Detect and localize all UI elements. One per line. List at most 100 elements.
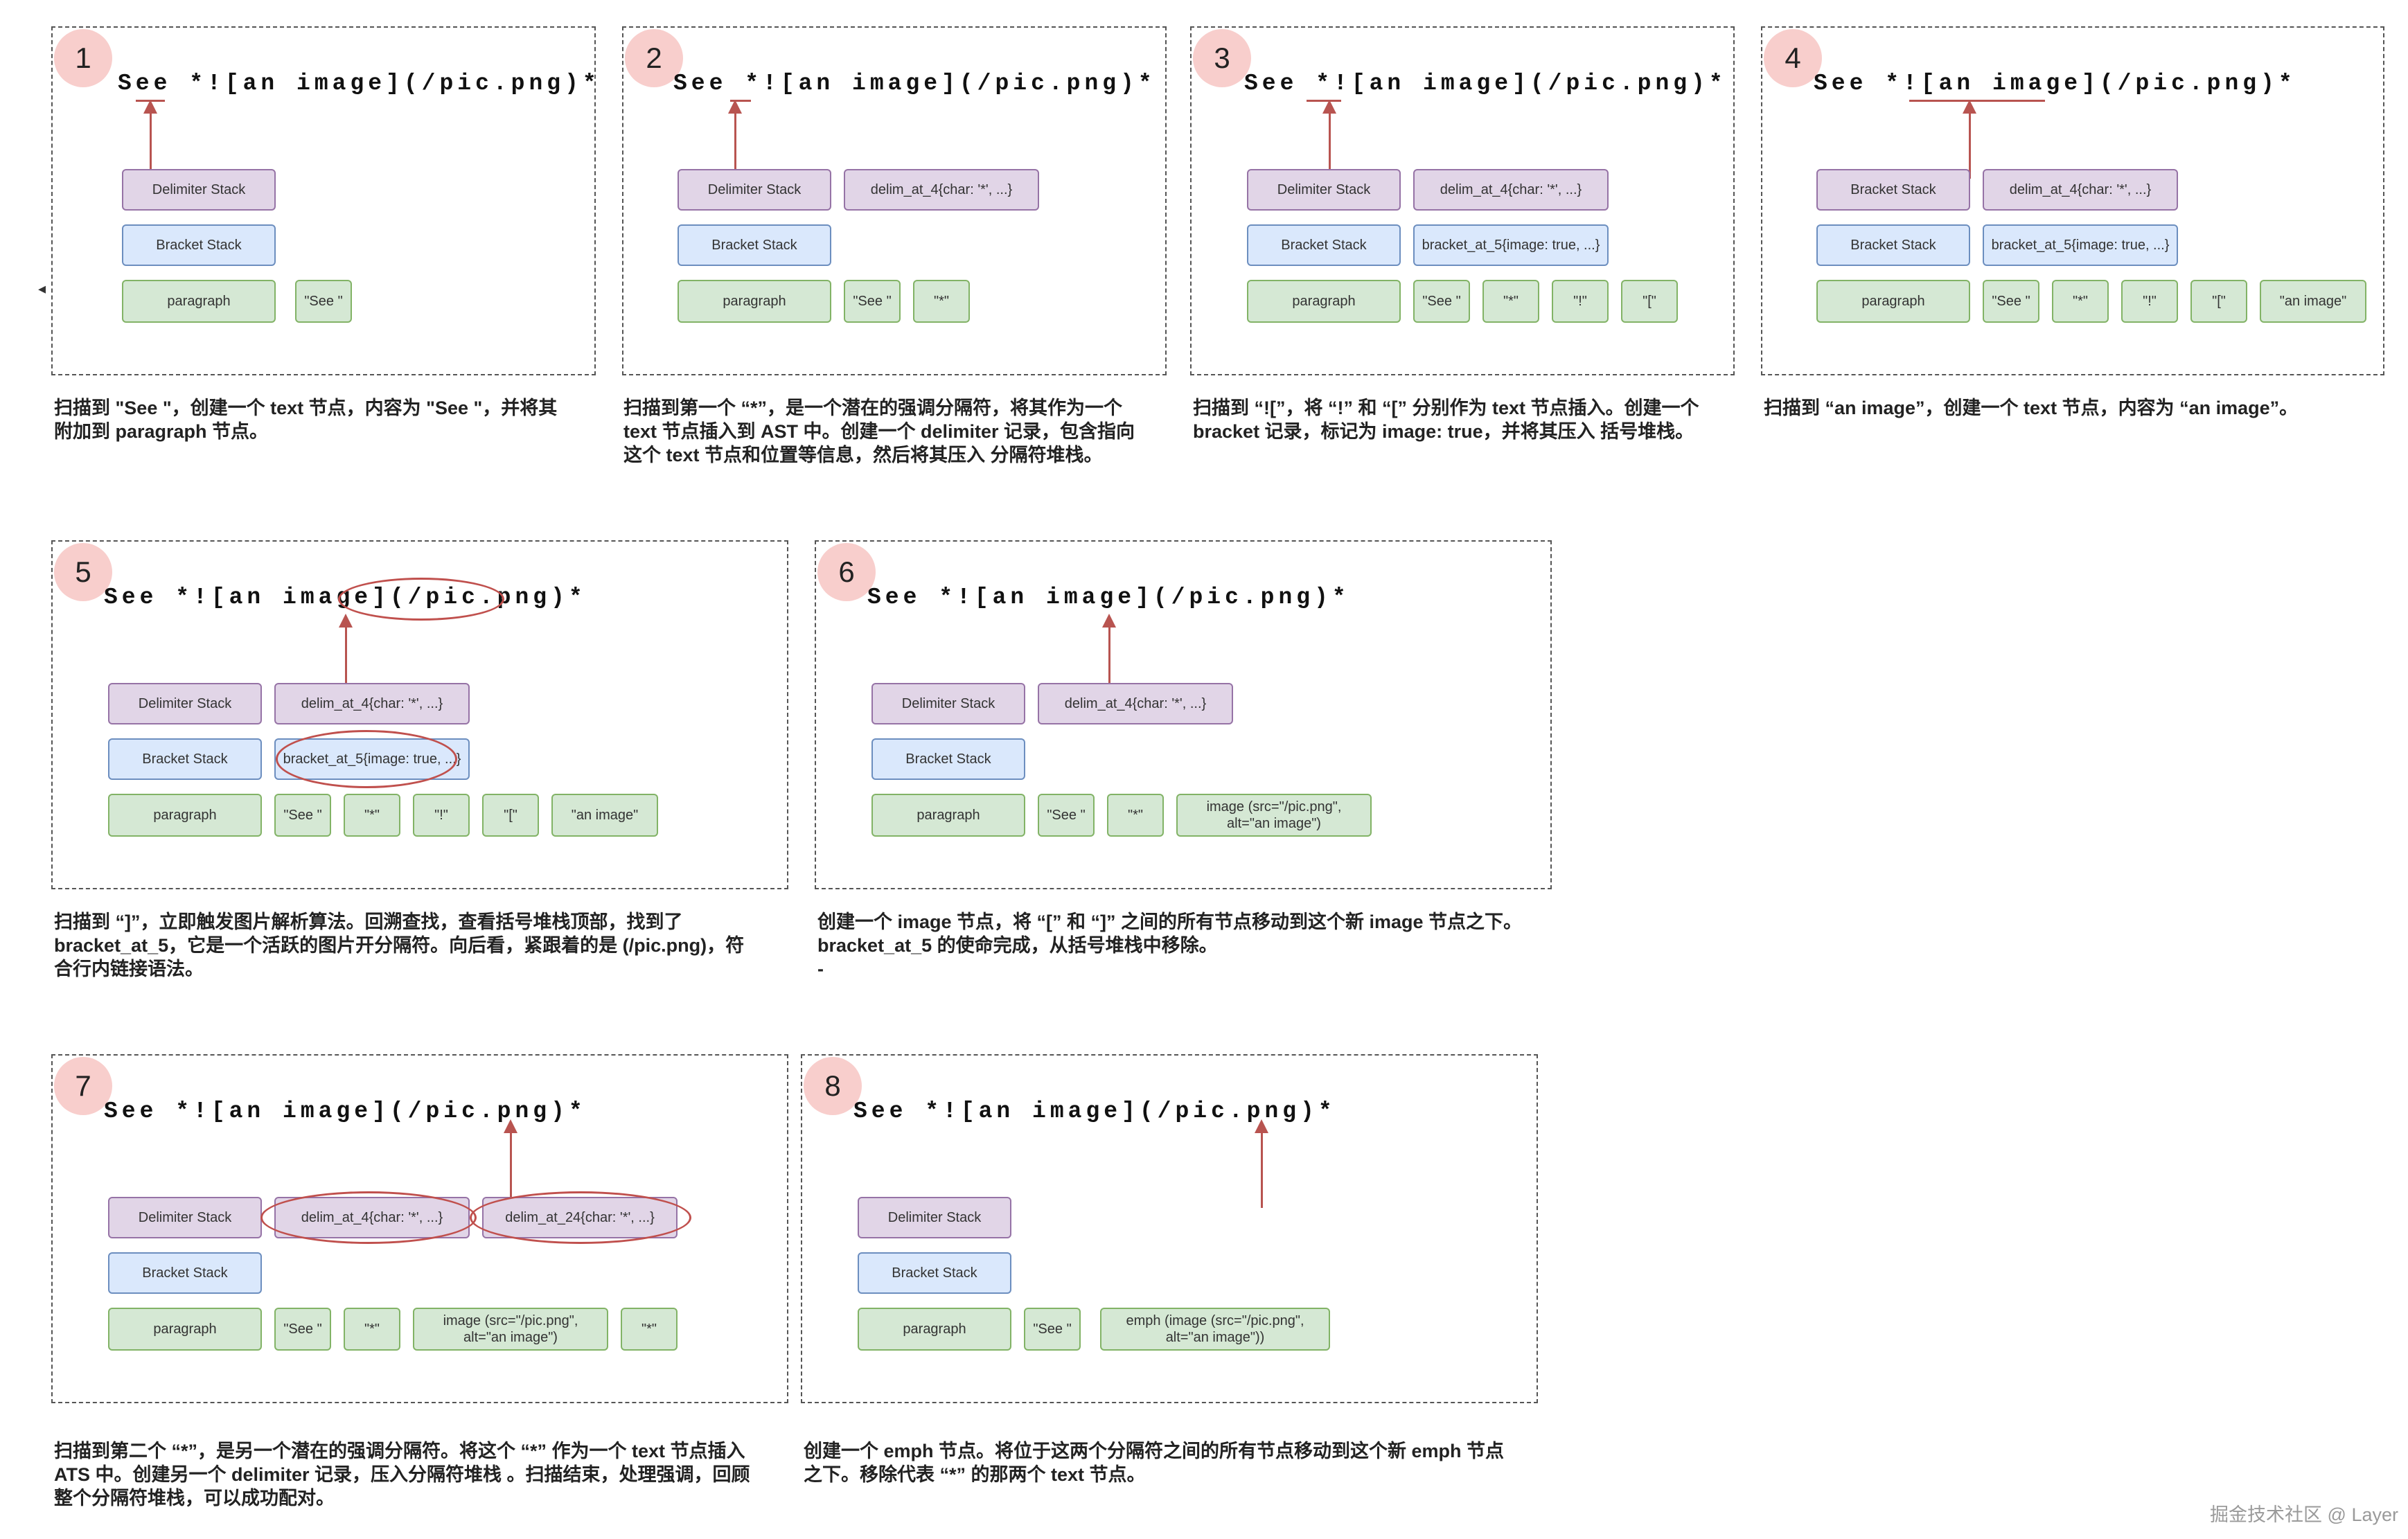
text-node-see: "See " — [295, 280, 352, 323]
step-panel-8: 8 See *![an image](/pic.png)* Delimiter … — [801, 1054, 1538, 1403]
scan-pointer-arrow — [1963, 100, 1976, 179]
delimiter-stack-label: Bracket Stack — [1816, 169, 1970, 211]
delimiter-stack-label: Delimiter Stack — [858, 1197, 1011, 1238]
text-node-bang: "!" — [2121, 280, 2178, 323]
image-node-line-2: alt="an image") — [1227, 816, 1321, 831]
scan-pointer-arrow — [143, 100, 157, 179]
step-number-badge: 1 — [54, 29, 112, 87]
step-description-3: 扫描到 “![”，将 “!” 和 “[” 分别作为 text 节点插入。创建一个… — [1193, 398, 1699, 442]
text-node-see: "See " — [1413, 280, 1470, 323]
highlight-ellipse — [470, 1191, 691, 1244]
paragraph-node: paragraph — [108, 794, 262, 837]
source-text: See *![an image](/pic.png)* — [104, 1098, 587, 1124]
step-number-badge: 5 — [54, 543, 112, 601]
text-node-bracket: "[" — [482, 794, 539, 837]
source-text: See *![an image](/pic.png)* — [118, 71, 601, 96]
step-description-7: 扫描到第二个 “*”，是另一个潜在的强调分隔符。将这个 “*” 作为一个 tex… — [54, 1441, 750, 1509]
text-node-see: "See " — [274, 1308, 331, 1351]
source-text: See *![an image](/pic.png)* — [867, 585, 1350, 610]
source-text: See *![an image](/pic.png)* — [673, 71, 1156, 96]
source-text: See *![an image](/pic.png)* — [1244, 71, 1727, 96]
delimiter-stack-label: Delimiter Stack — [108, 1197, 262, 1238]
bracket-stack-label: Bracket Stack — [1816, 224, 1970, 266]
text-node-see: "See " — [1983, 280, 2039, 323]
text-node-star: "*" — [344, 794, 400, 837]
step-description-1: 扫描到 "See "，创建一个 text 节点，内容为 "See "，并将其附加… — [54, 398, 558, 442]
delimiter-record: delim_at_4{char: '*', ...} — [1983, 169, 2178, 211]
highlight-ellipse — [276, 730, 457, 788]
delimiter-stack-label: Delimiter Stack — [1247, 169, 1401, 211]
text-node-star: "*" — [1482, 280, 1539, 323]
bracket-record: bracket_at_5{image: true, ...} — [1983, 224, 2178, 266]
text-node-see: "See " — [844, 280, 901, 323]
paragraph-node: paragraph — [1247, 280, 1401, 323]
bracket-stack-label: Bracket Stack — [858, 1252, 1011, 1294]
step-description-8: 创建一个 emph 节点。将位于这两个分隔符之间的所有节点移动到这个新 emph… — [804, 1441, 1505, 1485]
paragraph-node: paragraph — [858, 1308, 1011, 1351]
step-number-badge: 2 — [625, 29, 683, 87]
bracket-record: bracket_at_5{image: true, ...} — [1413, 224, 1609, 266]
image-node-line-2: alt="an image") — [463, 1330, 558, 1345]
step-number-badge: 4 — [1764, 29, 1822, 87]
scan-pointer-arrow — [339, 614, 353, 694]
step-number-badge: 6 — [817, 543, 876, 601]
text-node-bracket: "[" — [2190, 280, 2247, 323]
bracket-stack-label: Bracket Stack — [122, 224, 276, 266]
watermark: 掘金技术社区 @ Layer — [2210, 1504, 2398, 1525]
scan-pointer-arrow — [504, 1119, 517, 1208]
text-node-bracket: "[" — [1621, 280, 1678, 323]
text-node-bang: "!" — [1552, 280, 1609, 323]
text-node-an-image: "an image" — [551, 794, 658, 837]
paragraph-node: paragraph — [108, 1308, 262, 1351]
delimiter-stack-label: Delimiter Stack — [871, 683, 1025, 724]
paragraph-node: paragraph — [1816, 280, 1970, 323]
step-description-4: 扫描到 “an image”，创建一个 text 节点，内容为 “an imag… — [1764, 398, 2299, 418]
emph-node-line-2: alt="an image")) — [1165, 1330, 1265, 1345]
image-node-line-1: image (src="/pic.png", — [443, 1313, 578, 1328]
step-description-6: 创建一个 image 节点，将 “[” 和 “]” 之间的所有节点移动到这个新 … — [817, 911, 1523, 979]
paragraph-node: paragraph — [122, 280, 276, 323]
scan-pointer-arrow — [1322, 100, 1336, 179]
bracket-stack-label: Bracket Stack — [678, 224, 831, 266]
text-node-see: "See " — [1024, 1308, 1081, 1351]
bracket-stack-label: Bracket Stack — [1247, 224, 1401, 266]
delimiter-stack-label: Delimiter Stack — [678, 169, 831, 211]
image-node: image (src="/pic.png", alt="an image") — [1176, 794, 1372, 837]
highlight-ellipse — [260, 1191, 477, 1244]
image-node-line-1: image (src="/pic.png", — [1206, 799, 1342, 815]
step-panel-7: 7 See *![an image](/pic.png)* Delimiter … — [51, 1054, 788, 1403]
text-node-bang: "!" — [413, 794, 470, 837]
text-node-star: "*" — [913, 280, 970, 323]
scan-underline — [1909, 100, 2045, 102]
image-node: image (src="/pic.png", alt="an image") — [413, 1308, 608, 1351]
delimiter-record: delim_at_4{char: '*', ...} — [274, 683, 470, 724]
scan-pointer-arrow — [1102, 614, 1116, 694]
text-node-an-image: "an image" — [2260, 280, 2366, 323]
text-node-star: "*" — [344, 1308, 400, 1351]
step-panel-1: 1 See *![an image](/pic.png)* Delimiter … — [51, 26, 596, 375]
scan-pointer-arrow — [728, 100, 742, 179]
delimiter-record: delim_at_4{char: '*', ...} — [844, 169, 1039, 211]
paragraph-node: paragraph — [678, 280, 831, 323]
scan-pointer-arrow — [1255, 1119, 1268, 1208]
paragraph-node: paragraph — [871, 794, 1025, 837]
source-text: See *![an image](/pic.png)* — [1814, 71, 2296, 96]
bracket-stack-label: Bracket Stack — [871, 738, 1025, 780]
step-panel-5: 5 See *![an image](/pic.png)* Delimiter … — [51, 540, 788, 889]
delimiter-stack-label: Delimiter Stack — [122, 169, 276, 211]
bracket-stack-label: Bracket Stack — [108, 1252, 262, 1294]
text-node-star: "*" — [1107, 794, 1164, 837]
delimiter-record: delim_at_4{char: '*', ...} — [1413, 169, 1609, 211]
step-number-badge: 8 — [804, 1057, 862, 1115]
text-node-star: "*" — [2052, 280, 2109, 323]
highlight-ellipse — [338, 578, 504, 621]
text-node-star-second: "*" — [621, 1308, 678, 1351]
text-node-see: "See " — [274, 794, 331, 837]
step-panel-4: 4 See *![an image](/pic.png)* Bracket St… — [1761, 26, 2384, 375]
step-number-badge: 7 — [54, 1057, 112, 1115]
emph-node: emph (image (src="/pic.png", alt="an ima… — [1100, 1308, 1330, 1351]
stray-arrow-glyph: ◂ — [38, 280, 46, 297]
text-node-see: "See " — [1038, 794, 1095, 837]
